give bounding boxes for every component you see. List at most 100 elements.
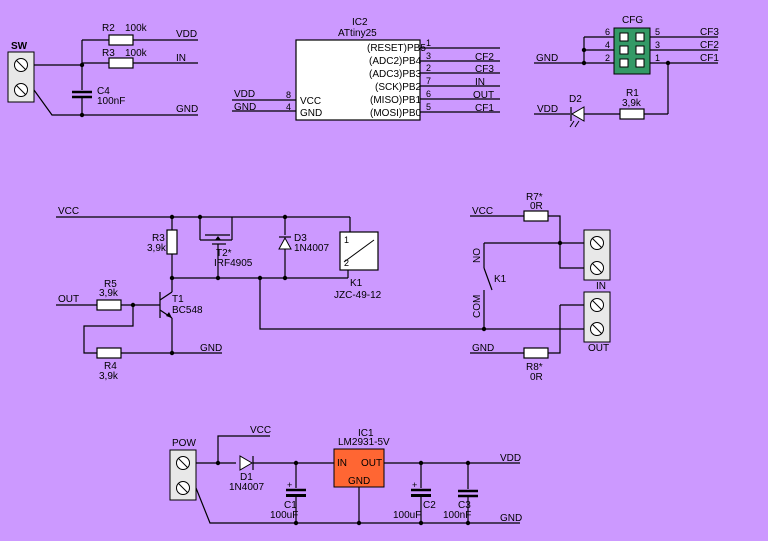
conn-in-label: IN	[596, 281, 606, 292]
ic2-net-in: IN	[475, 77, 485, 88]
k1-pin1: 1	[344, 235, 349, 245]
d1-part: 1N4007	[229, 482, 264, 493]
r5-ref: R5	[104, 279, 117, 290]
r3-ref: R3	[102, 48, 115, 59]
ic2-pb3: (ADC3)PB3	[369, 69, 422, 80]
r7-resistor	[523, 210, 549, 222]
conn-out-label: OUT	[588, 343, 609, 354]
cfg-pin6: 6	[605, 27, 610, 37]
ic2-part: ATtiny25	[338, 28, 377, 39]
r1-value: 3,9k	[622, 98, 642, 109]
k1-com-label: COM	[472, 295, 483, 318]
k1-contact	[483, 267, 493, 291]
k1-relay-coil	[339, 231, 379, 271]
r3-resistor	[108, 57, 134, 69]
d3-ref: D3	[294, 233, 307, 244]
r8-resistor	[523, 347, 549, 359]
r8-value: 0R	[530, 372, 543, 383]
ic2-pin2-num: 2	[426, 63, 431, 73]
r2-resistor	[108, 34, 134, 46]
r1-ref: R1	[626, 88, 639, 99]
ic2-pin5-num: 5	[426, 102, 431, 112]
r8-gnd-net: GND	[472, 343, 494, 354]
pow-gnd-net: GND	[500, 513, 522, 524]
ic1-in-pin: IN	[337, 458, 347, 469]
ic2-net-out: OUT	[473, 90, 494, 101]
sw-in-label: IN	[176, 53, 186, 64]
d2-led	[571, 106, 585, 122]
t1-part: BC548	[172, 305, 203, 316]
r5-resistor	[96, 299, 122, 311]
c3-value: 100nF	[443, 510, 471, 521]
ic2-ref: IC2	[352, 17, 368, 28]
cfg-pin4: 4	[605, 40, 610, 50]
d2-ref: D2	[569, 94, 582, 105]
r1-resistor	[619, 108, 645, 120]
ic2-pb2: (SCK)PB2	[375, 82, 422, 93]
t1-ref: T1	[172, 294, 184, 305]
pow-vdd-net: VDD	[500, 453, 521, 464]
sw-section: SW R2 100k R3 100k C4 100nF VDD IN GND	[7, 23, 198, 118]
r3b-resistor	[166, 229, 178, 255]
ic2-pin1-num: 1	[426, 38, 431, 48]
c1-ref: C1	[284, 500, 297, 511]
relay-out-net: OUT	[58, 294, 79, 305]
d1-diode	[239, 455, 253, 471]
r4-resistor	[96, 347, 122, 359]
ic1-gnd-pin: GND	[348, 476, 370, 487]
ic2-pb5: (RESET)PB5	[367, 43, 426, 54]
c3-ref: C3	[458, 500, 471, 511]
pow-label: POW	[172, 438, 196, 449]
c1-value: 100uF	[270, 510, 298, 521]
c2-ref: C2	[423, 500, 436, 511]
r2-value: 100k	[125, 23, 148, 34]
relay-section: VCC R3 3,9k T2* IRF4905 D3 1N4007	[56, 192, 611, 383]
ic2-net-cf2: CF2	[475, 52, 494, 63]
cfg-pin1: 1	[655, 53, 660, 63]
r3b-ref: R3	[152, 233, 165, 244]
ic2-section: IC2 ATtiny25 VDD GND 8 4 VCC GND (RESET)…	[232, 17, 500, 121]
r7-vcc-net: VCC	[472, 206, 493, 217]
sw-vdd-label: VDD	[176, 29, 197, 40]
cfg-section: CFG GND 6 4 2 5 3 1 CF3 CF2 CF1	[534, 15, 719, 128]
cfg-pin3: 3	[655, 40, 660, 50]
c1-plus: +	[287, 480, 292, 490]
d1-ref: D1	[240, 472, 253, 483]
r4-ref: R4	[104, 361, 117, 372]
r3-value: 100k	[125, 48, 148, 59]
cfg-gnd-net: GND	[536, 53, 558, 64]
ic1-out-pin: OUT	[361, 458, 382, 469]
d2-vdd-net: VDD	[537, 104, 558, 115]
cfg-net-cf2: CF2	[700, 40, 719, 51]
r5-value: 3,9k	[99, 288, 119, 299]
d3-diode	[278, 236, 292, 250]
cfg-label: CFG	[622, 15, 643, 26]
r8-ref: R8*	[526, 362, 543, 373]
relay-vcc-net: VCC	[58, 206, 79, 217]
sw-label: SW	[11, 41, 28, 52]
ic2-pb1: (MISO)PB1	[370, 95, 422, 106]
cfg-pin2: 2	[605, 53, 610, 63]
c4-value: 100nF	[97, 96, 125, 107]
k1-ref: K1	[350, 278, 363, 289]
cfg-pin5: 5	[655, 27, 660, 37]
ic2-net-cf1: CF1	[475, 103, 494, 114]
c2-plus: +	[412, 480, 417, 490]
ic1-ref: IC1	[358, 428, 374, 439]
cfg-jumper-block	[613, 27, 651, 75]
r3b-value: 3,9k	[147, 243, 167, 254]
t2-part: IRF4905	[214, 258, 253, 269]
cfg-net-cf1: CF1	[700, 53, 719, 64]
k1-no-label: NO	[472, 248, 483, 263]
ic2-pb0: (MOSI)PB0	[370, 108, 422, 119]
ic2-vdd-net: VDD	[234, 89, 255, 100]
ic2-pin7-num: 7	[426, 76, 431, 86]
ic2-pin3-num: 3	[426, 51, 431, 61]
relay-gnd-net: GND	[200, 343, 222, 354]
cfg-net-cf3: CF3	[700, 27, 719, 38]
r7-value: 0R	[530, 201, 543, 212]
k1-contact-ref: K1	[494, 274, 507, 285]
ic2-gnd-net: GND	[234, 102, 256, 113]
k1-pin2: 2	[344, 258, 349, 268]
